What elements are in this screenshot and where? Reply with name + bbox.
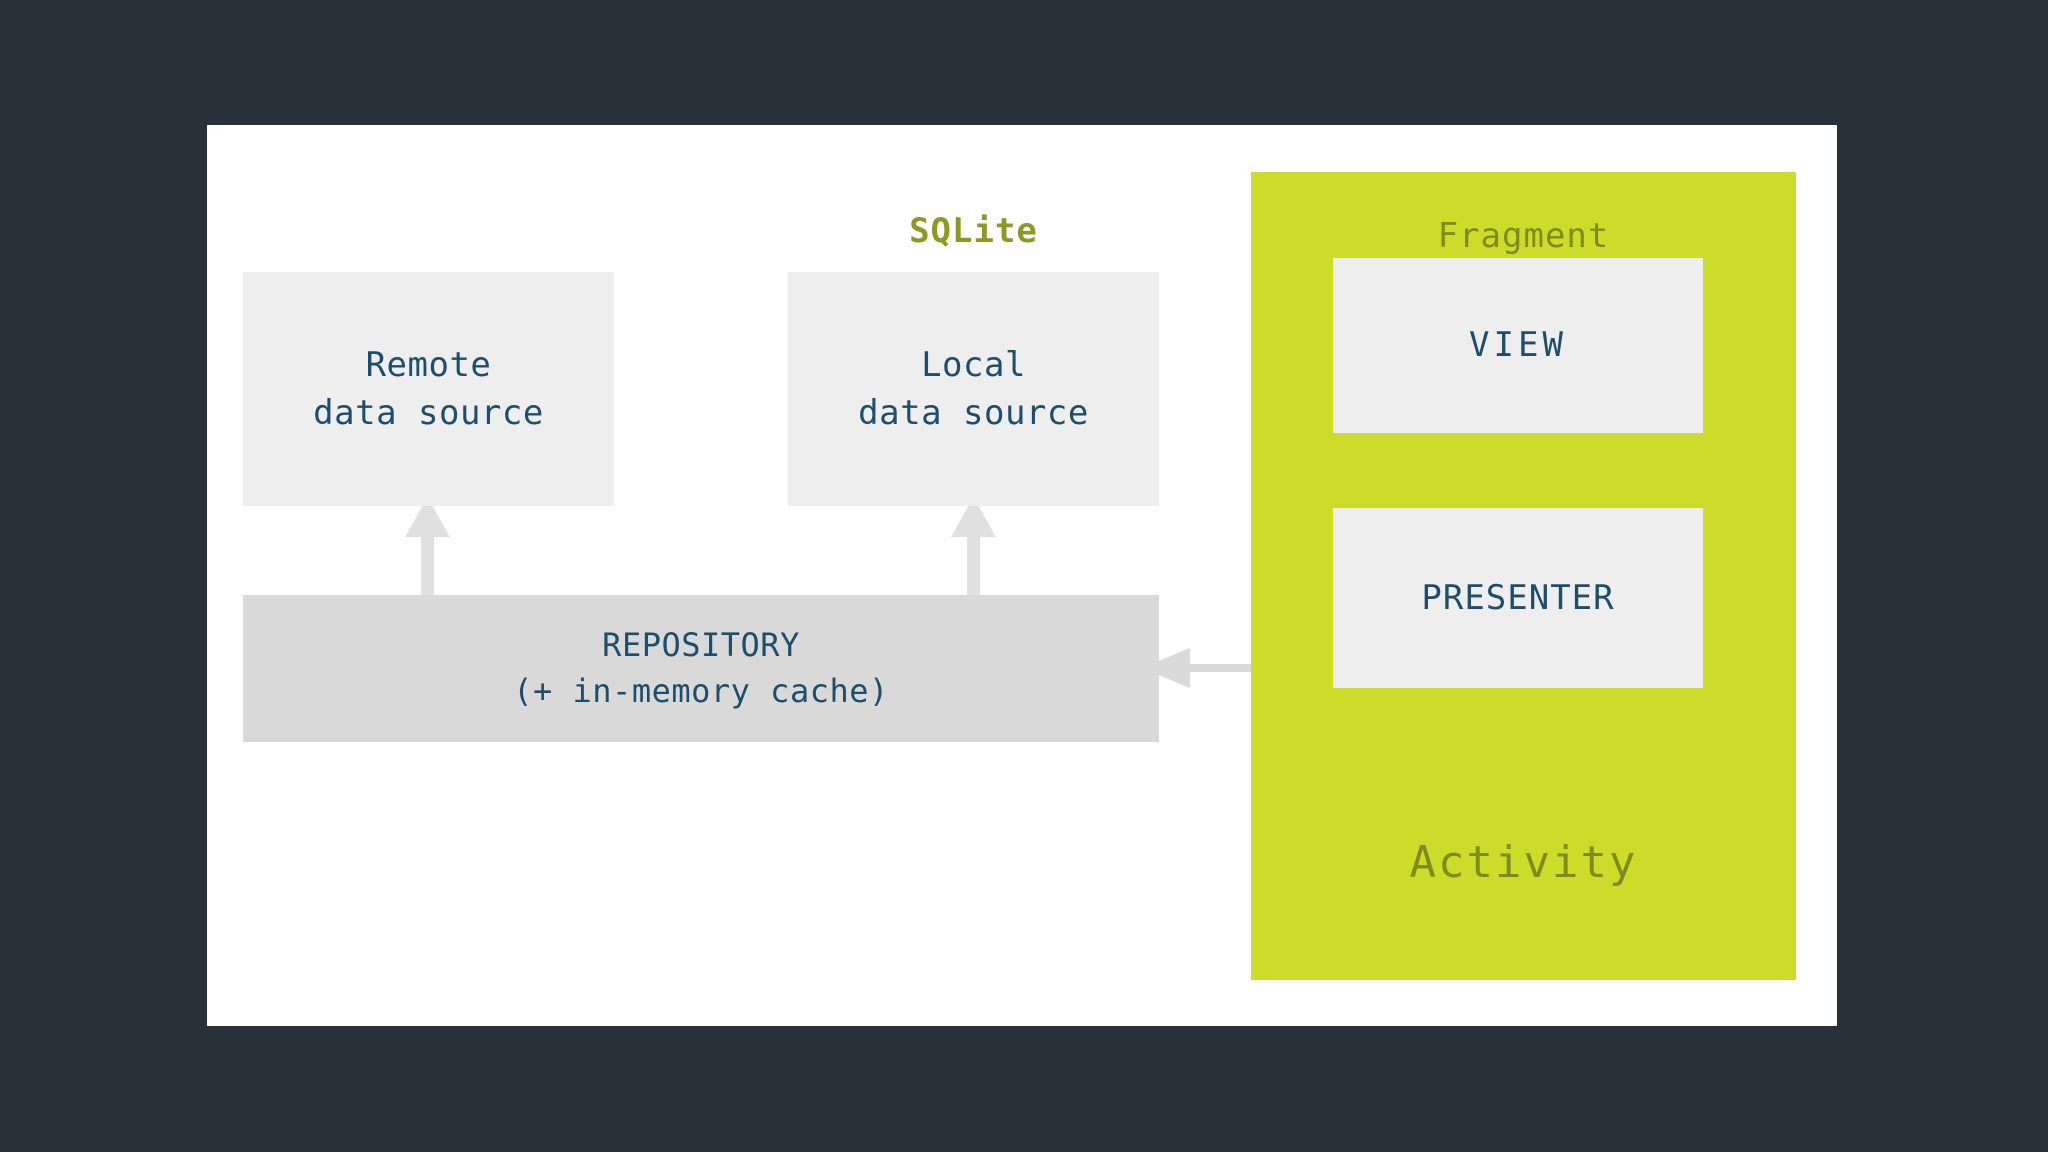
local-data-source-line2: data source [858, 393, 1089, 433]
fragment-label: Fragment [1437, 216, 1610, 256]
view-label: VIEW [1469, 325, 1567, 366]
presenter-node: PRESENTER [1333, 508, 1703, 688]
repository-subtitle: (+ in-memory cache) [513, 671, 889, 710]
sqlite-label: SQLite [909, 211, 1038, 251]
activity-label: Activity [1409, 837, 1638, 888]
presenter-label: PRESENTER [1421, 577, 1615, 618]
view-node: VIEW [1333, 258, 1703, 433]
remote-data-source-line1: Remote [365, 344, 492, 385]
remote-data-source-line2: data source [313, 393, 544, 433]
repository-node: REPOSITORY (+ in-memory cache) [243, 595, 1159, 742]
remote-data-source-node: Remote data source [243, 272, 614, 506]
repository-title: REPOSITORY [602, 626, 800, 665]
arrow-repository-to-local [951, 497, 996, 597]
arrow-repository-to-remote [405, 497, 450, 597]
local-data-source-line1: Local [921, 344, 1026, 385]
local-data-source-node: Local data source [788, 272, 1159, 506]
diagram-card: SQLite Remote data source Local data sou… [207, 125, 1837, 1026]
